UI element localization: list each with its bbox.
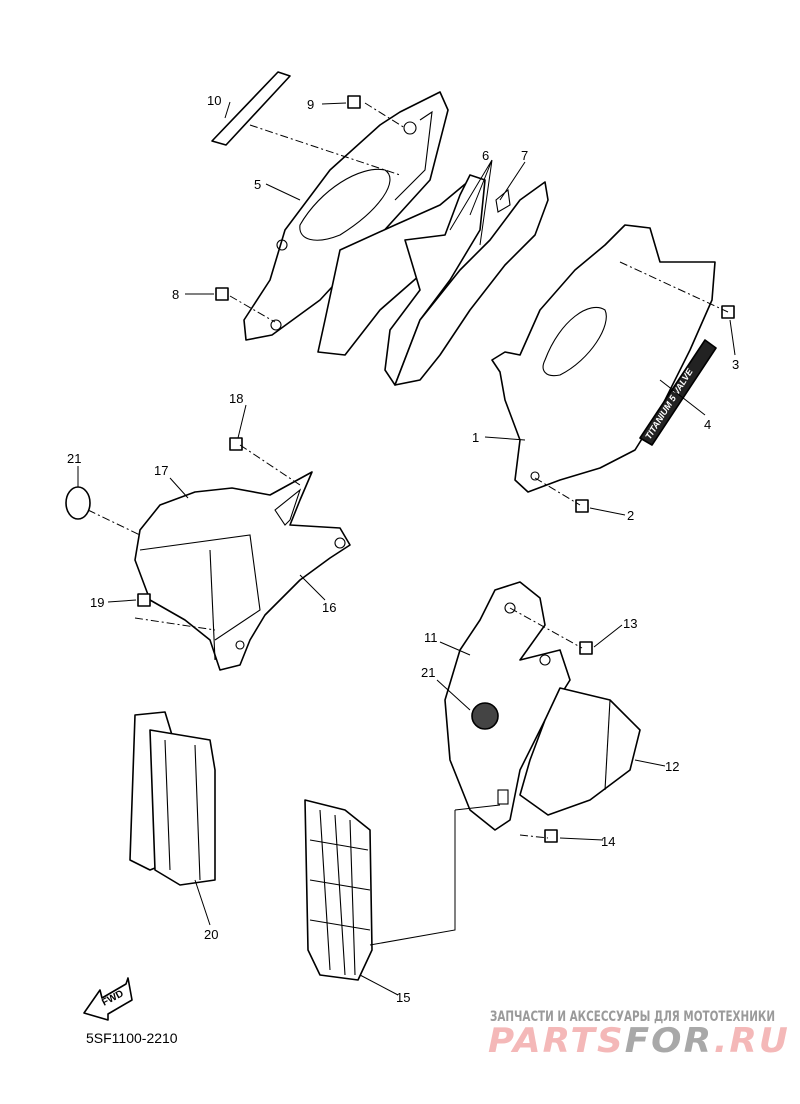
callout-4: 4: [704, 417, 711, 432]
bolt-19: [137, 593, 151, 607]
callout-numbers: 10 9 5 6 7 8 3 4 1 18 21 17 16 19 2 11 1…: [67, 93, 739, 1005]
callout-19: 19: [90, 595, 104, 610]
part-16-17-shroud: [134, 471, 351, 671]
bolt-13: [579, 641, 593, 655]
callout-11: 11: [424, 630, 438, 645]
bolts: [137, 95, 735, 843]
watermark-brand-for: FOR: [625, 1021, 714, 1061]
callout-18: 18: [229, 391, 243, 406]
watermark-subtitle: ЗАПЧАСТИ И АКСЕССУАРЫ ДЛЯ МОТОТЕХНИКИ: [490, 1009, 775, 1025]
leader-lines: [77, 101, 736, 996]
callout-10: 10: [207, 93, 221, 108]
part-6-inner-panel: [317, 174, 486, 386]
bolt-8: [215, 287, 229, 301]
part-21-emblem: [65, 486, 91, 520]
watermark-logo: ЗАПЧАСТИ И АКСЕССУАРЫ ДЛЯ МОТОТЕХНИКИ PA…: [488, 1009, 790, 1061]
diagram-code: 5SF1100-2210: [86, 1030, 178, 1046]
callout-2: 2: [627, 508, 634, 523]
callout-13: 13: [623, 616, 637, 631]
part-5-side-cover: [243, 91, 449, 341]
callout-15: 15: [396, 990, 410, 1005]
callout-3: 3: [732, 357, 739, 372]
part-12-panel: [519, 687, 641, 816]
callout-5: 5: [254, 177, 261, 192]
callout-17: 17: [154, 463, 168, 478]
fwd-arrow-icon: FWD: [83, 977, 133, 1021]
part-15-radiator-grille: [304, 799, 373, 981]
watermark-brand-ru: .RU: [714, 1021, 790, 1061]
callout-8: 8: [172, 287, 179, 302]
part-11-shroud: [444, 581, 571, 831]
callout-20: 20: [204, 927, 218, 942]
bolt-14: [544, 829, 558, 843]
callout-16: 16: [322, 600, 336, 615]
part-1-side-cover: [491, 224, 716, 493]
callout-21-right: 21: [421, 665, 435, 680]
bolt-18: [229, 437, 243, 451]
callout-1: 1: [472, 430, 479, 445]
callout-14: 14: [601, 834, 615, 849]
part-10-decal: [211, 71, 291, 146]
callout-12: 12: [665, 759, 679, 774]
callout-21: 21: [67, 451, 81, 466]
callout-9: 9: [307, 97, 314, 112]
bolt-2: [575, 499, 589, 513]
callout-7: 7: [521, 148, 528, 163]
callout-6: 6: [482, 148, 489, 163]
watermark-brand-parts: PARTS: [488, 1021, 625, 1061]
part-20-radiator-guard: [129, 711, 216, 886]
bolt-9: [347, 95, 361, 109]
